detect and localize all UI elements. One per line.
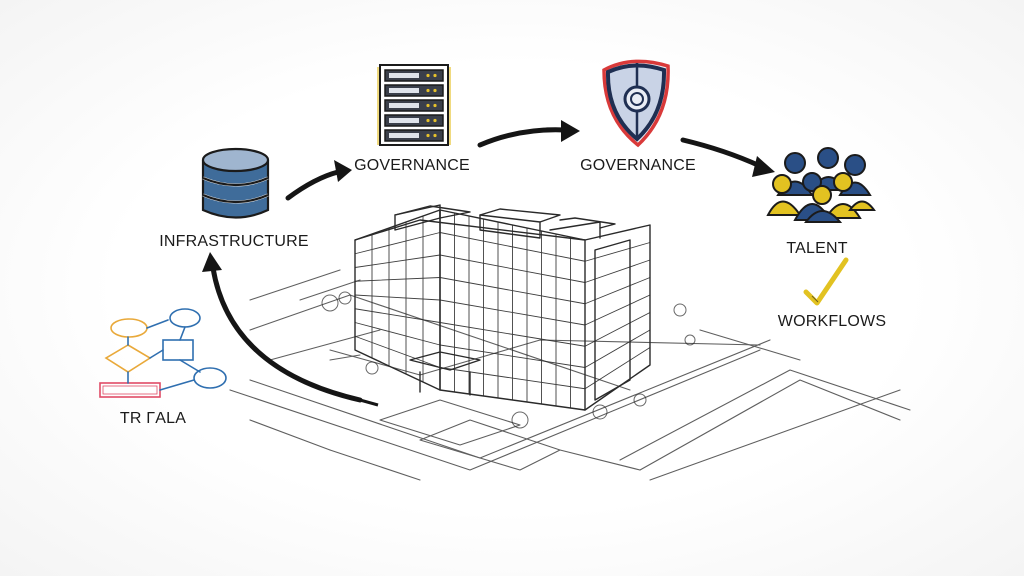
sketch-line: [584, 329, 651, 368]
arrowhead: [561, 120, 580, 142]
sketch-line: [354, 335, 441, 368]
sketch-line: [584, 294, 651, 326]
sketch-line: [354, 308, 441, 323]
sketch-line: [584, 242, 651, 262]
arrow-governance-to-talent: [680, 137, 763, 169]
sketch-line: [354, 277, 441, 282]
server-led: [426, 133, 430, 138]
server-unit-slot: [389, 103, 419, 108]
arrow-return-curve: [210, 265, 363, 403]
arrowhead: [334, 160, 352, 182]
sketch-line: [354, 322, 441, 346]
label-governance-servers: GOVERNANCE: [354, 157, 470, 174]
server-led: [426, 103, 430, 108]
server-led: [426, 73, 430, 78]
sketch-line: [584, 277, 651, 305]
label-infrastructure: INFRASTRUCTURE: [159, 233, 309, 250]
server-led: [433, 103, 437, 108]
label-governance-security: GOVERNANCE: [580, 157, 696, 174]
sketch-line: [354, 294, 441, 301]
server-unit-slot: [389, 88, 419, 93]
sketch-line: [584, 347, 651, 390]
server-led: [426, 118, 430, 123]
arrow-infrastructure-to-governance: [285, 169, 341, 201]
server-led: [426, 88, 430, 93]
sketch-line: [584, 312, 651, 347]
server-unit-slot: [389, 73, 419, 78]
sketch-line: [354, 232, 441, 255]
sketch-line: [354, 254, 441, 268]
label-workflows: WORKFLOWS: [777, 313, 887, 330]
label-talent: TALENT: [786, 240, 848, 257]
sketch-line: [584, 259, 651, 283]
arrow-governance-to-governance: [477, 127, 568, 148]
server-led: [433, 118, 437, 123]
server-led: [433, 73, 437, 78]
label-data-flow: TR ΓALA: [119, 410, 187, 427]
server-led: [433, 133, 437, 138]
server-led: [433, 88, 437, 93]
server-unit-slot: [389, 118, 419, 123]
arrowhead: [202, 252, 222, 272]
server-unit-slot: [389, 133, 419, 138]
arrowhead: [752, 156, 775, 177]
